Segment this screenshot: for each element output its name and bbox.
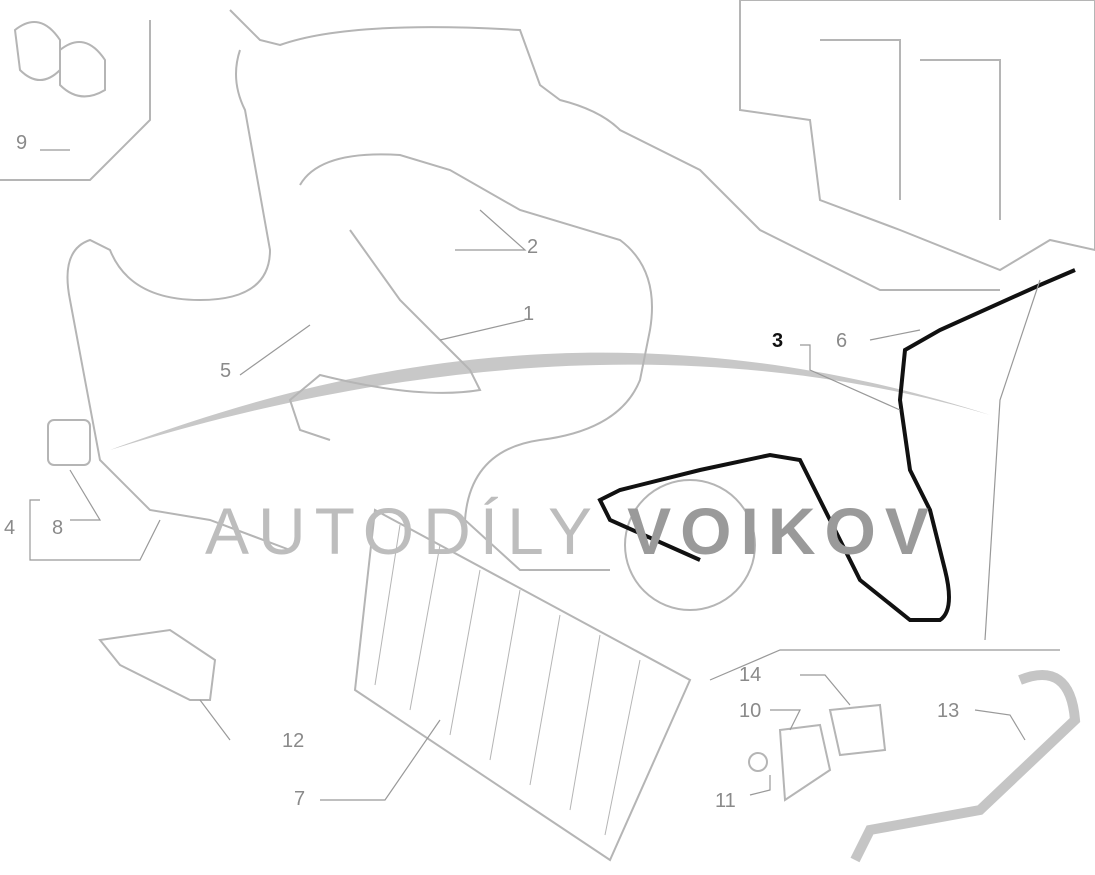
hose-2 <box>299 153 653 571</box>
watermark-brand: VOIKOV <box>627 494 938 568</box>
nut-11 <box>748 752 768 772</box>
condenser-7 <box>353 508 692 862</box>
label-4: 4 <box>4 517 16 539</box>
hose-1 <box>288 229 482 441</box>
label-1: 1 <box>523 303 535 325</box>
compressor <box>624 479 756 611</box>
label-11: 11 <box>715 790 736 812</box>
label-13: 13 <box>937 700 960 722</box>
evaporator-housing <box>739 0 1095 272</box>
hose-13 <box>850 670 1081 863</box>
label-7: 7 <box>294 788 306 810</box>
label-8: 8 <box>52 517 64 539</box>
pipe-long <box>229 9 1000 291</box>
bracket-12 <box>98 628 217 701</box>
part-9-frame <box>0 20 151 181</box>
leader-lines <box>29 149 1060 801</box>
sensor-8 <box>47 419 91 466</box>
watermark-text: AUTODÍLY <box>205 494 628 568</box>
part-9-clips <box>13 21 106 98</box>
watermark: AUTODÍLY VOIKOV <box>205 493 938 569</box>
label-10: 10 <box>739 700 762 722</box>
hose-3 <box>597 268 1076 622</box>
label-14: 14 <box>739 664 762 686</box>
fitting-10 <box>778 723 832 802</box>
label-9: 9 <box>16 132 28 154</box>
watermark-swoosh <box>110 352 990 450</box>
label-2: 2 <box>527 236 539 258</box>
label-3: 3 <box>772 330 784 352</box>
flange-14 <box>828 703 887 757</box>
label-12: 12 <box>282 730 305 752</box>
pipe-left-loop <box>66 49 291 551</box>
label-5: 5 <box>220 360 232 382</box>
label-6: 6 <box>836 330 848 352</box>
condenser-fins <box>374 524 641 836</box>
